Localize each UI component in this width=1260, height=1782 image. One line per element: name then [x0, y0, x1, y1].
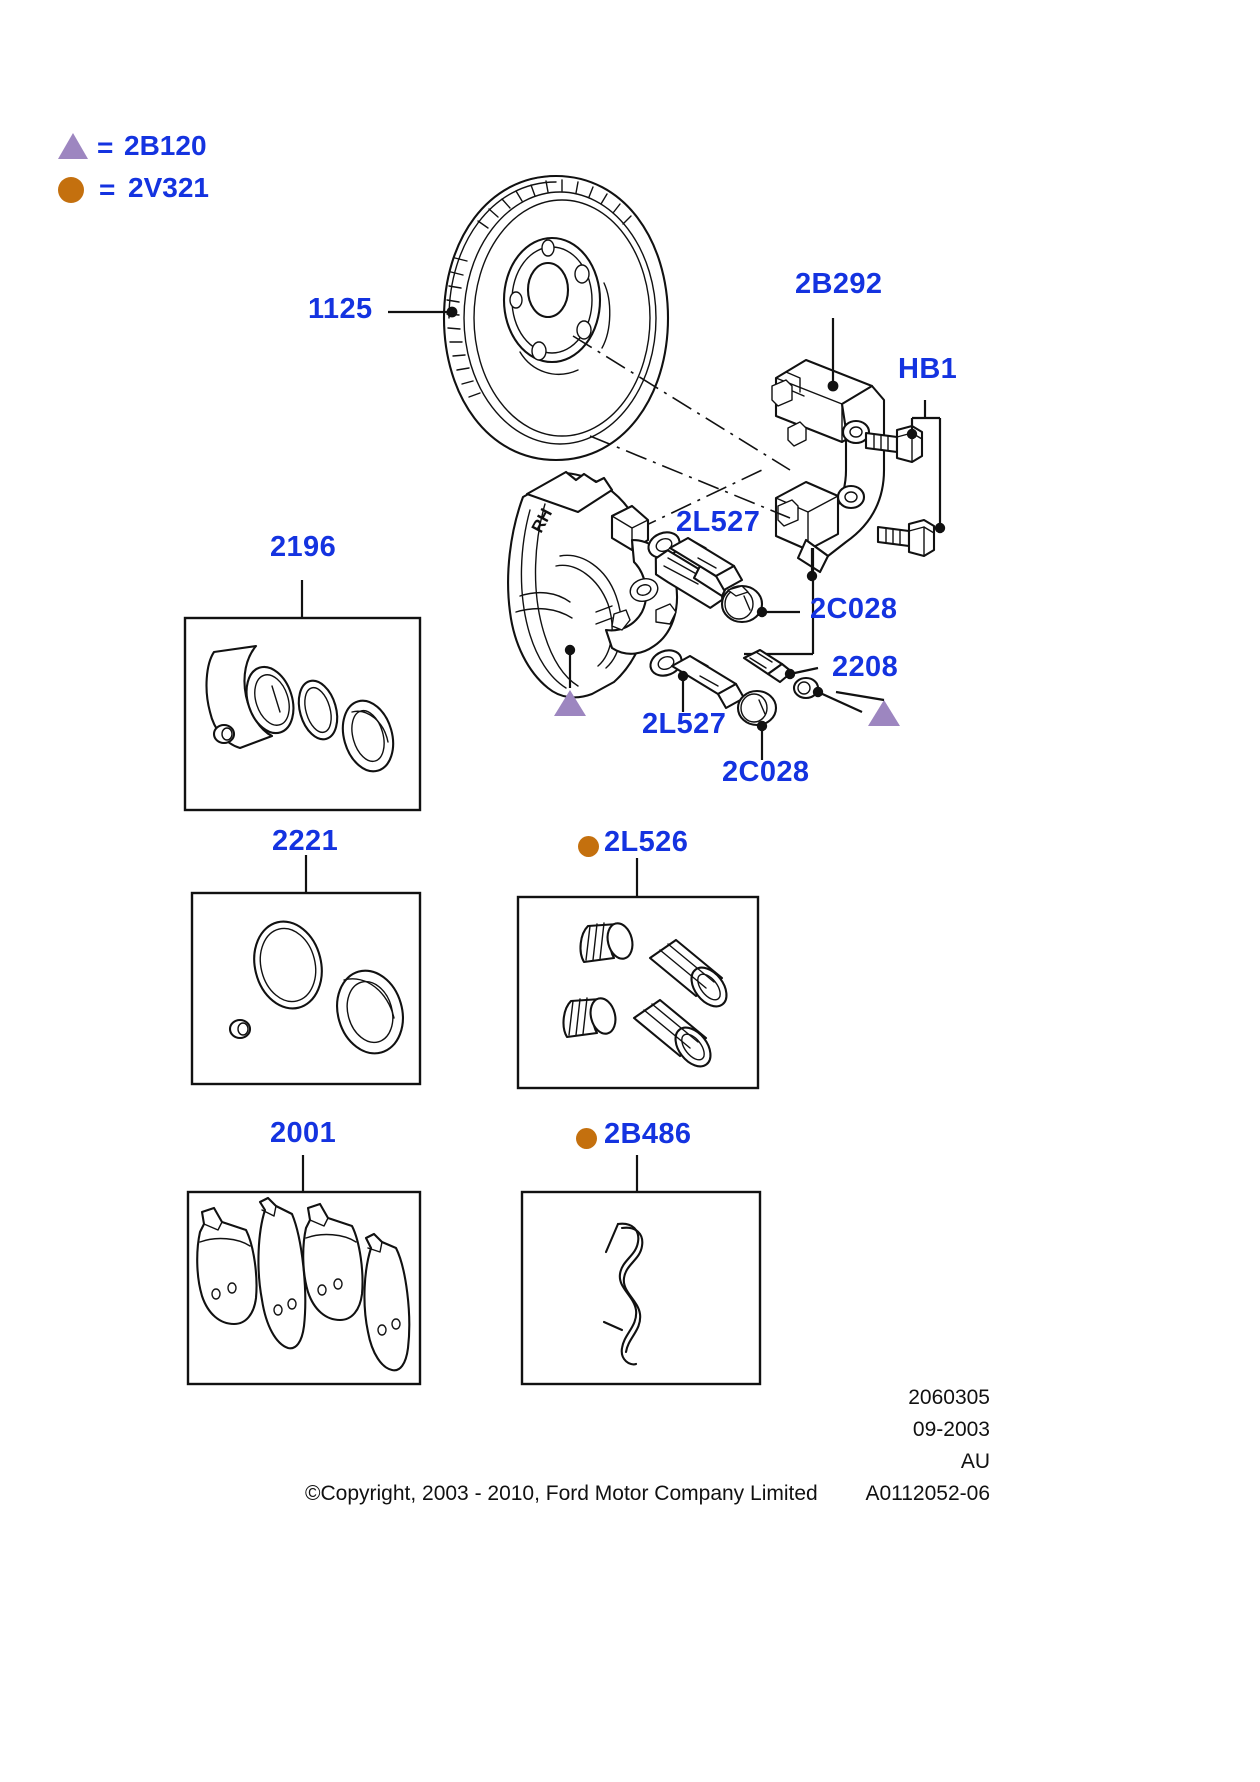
callout-2C028-lower[interactable]: 2C028	[722, 756, 810, 788]
metadata-line-2: 09-2003	[912, 1418, 990, 1441]
metadata-line-4: A0112052-06	[865, 1482, 990, 1505]
copyright-notice: ©Copyright, 2003 - 2010, Ford Motor Comp…	[305, 1482, 818, 1505]
box-2L526-contents	[562, 922, 728, 1068]
box-2B486-frame	[520, 1190, 762, 1386]
leader-HB1	[906, 400, 946, 534]
box-label-2001[interactable]: 2001	[270, 1117, 337, 1149]
metadata-line-3: AU	[960, 1450, 990, 1473]
legend-equals-1: =	[97, 132, 114, 163]
box-marker-dot-2B486	[576, 1128, 597, 1149]
box-label-2L526[interactable]: 2L526	[604, 826, 689, 858]
assembly-axis-lines	[572, 335, 791, 531]
legend-code-2B120[interactable]: 2B120	[124, 130, 207, 161]
callout-2208[interactable]: 2208	[832, 651, 899, 683]
leader-2C028-lower	[756, 720, 768, 760]
box-2196-contents	[205, 644, 395, 773]
caliper-bracket-illustration	[771, 358, 886, 574]
legend-triangle-icon	[58, 133, 88, 159]
box-label-2B486[interactable]: 2B486	[604, 1118, 692, 1150]
bleed-screw-illustration	[742, 648, 820, 700]
box-2B486-contents	[602, 1222, 644, 1366]
callout-2C028-upper[interactable]: 2C028	[810, 593, 898, 625]
callout-HB1[interactable]: HB1	[898, 353, 958, 385]
marker-triangle-caliper-right	[835, 690, 900, 726]
legend-circle-icon	[58, 177, 84, 203]
box-label-2196[interactable]: 2196	[270, 531, 337, 563]
callout-2B292[interactable]: 2B292	[795, 268, 883, 300]
leader-2C028-upper	[756, 606, 800, 618]
callout-2L527-lower[interactable]: 2L527	[642, 708, 727, 740]
leader-1125	[388, 306, 458, 318]
box-2001-contents	[196, 1196, 411, 1372]
box-label-2221[interactable]: 2221	[272, 825, 339, 857]
leader-2L527-upper	[744, 548, 818, 656]
leader-2208	[784, 666, 863, 714]
pin-boot-upper-illustration	[720, 584, 764, 624]
leader-2L527-lower	[677, 670, 689, 712]
metadata-line-1: 2060305	[908, 1386, 990, 1409]
callout-1125[interactable]: 1125	[308, 293, 373, 325]
brake-caliper-illustration: RH	[507, 470, 683, 699]
callout-2L527-upper[interactable]: 2L527	[676, 506, 761, 538]
leader-2B292	[827, 318, 839, 392]
box-2221-contents	[228, 920, 404, 1055]
slide-pin-lower-illustration	[670, 654, 746, 710]
legend-code-2V321[interactable]: 2V321	[128, 172, 209, 203]
brake-disc-illustration	[442, 174, 670, 462]
box-marker-dot-2L526	[578, 836, 599, 857]
marker-triangle-caliper-left	[554, 644, 586, 716]
pin-boot-lower-illustration	[736, 689, 778, 727]
slide-pin-upper-shaft	[668, 536, 744, 592]
legend-equals-2: =	[99, 174, 116, 205]
